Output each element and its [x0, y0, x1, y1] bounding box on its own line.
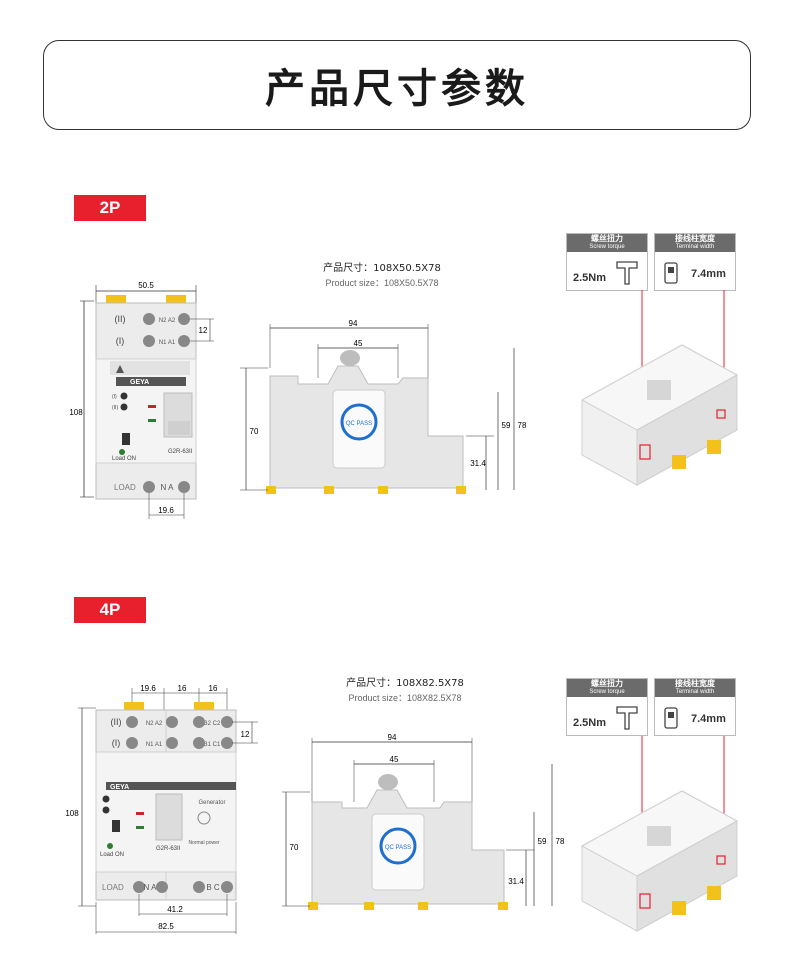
dim-70-2p: 70	[250, 427, 259, 436]
size-cn-4p: 产品尺寸：108X82.5X78	[346, 678, 464, 689]
ind1-2p: (I)	[112, 394, 117, 400]
torque-card-4p: 螺丝扭力 Screw torque 2.5Nm	[566, 678, 648, 736]
row-i-terms-4p: N1 A1	[146, 742, 163, 748]
dim-top1-4p: 19.6	[140, 684, 156, 693]
dim-59-4p: 59	[538, 837, 547, 846]
torque-card-2p: 螺丝扭力 Screw torque 2.5Nm	[566, 233, 648, 291]
width-value-4p: 7.4mm	[691, 713, 726, 725]
width-cn-2p: 接线柱宽度	[675, 234, 715, 243]
qc-2p: QC PASS	[346, 421, 372, 427]
size-en-2p: Product size：108X50.5X78	[325, 278, 439, 288]
torque-head-4p: 螺丝扭力 Screw torque	[567, 679, 647, 697]
dim-59-2p: 59	[502, 421, 511, 430]
width-card-2p: 接线柱宽度 Terminal width 7.4mm	[654, 233, 736, 291]
row-ii-label-2p: (II)	[115, 314, 126, 324]
dim-width-2p: 50.5	[138, 281, 154, 290]
ind2-2p: (II)	[112, 405, 118, 411]
dim-height-2p: 108	[70, 408, 83, 417]
title-box: 产品尺寸参数	[43, 40, 751, 130]
dim-gap-2p: 12	[199, 326, 208, 335]
badge-2p: 2P	[74, 195, 146, 221]
load-on-4p: Load ON	[100, 852, 124, 858]
front-view-2p: 50.5 108 (II) N2 A2 (I) N1 A1 12 GEYA (I…	[70, 281, 214, 519]
load-terms-4p: N A	[144, 883, 158, 892]
row-ii-label-4p: (II)	[111, 717, 122, 727]
torque-cn-4p: 螺丝扭力	[591, 679, 623, 688]
row-i-label-2p: (I)	[116, 336, 125, 346]
dim-94-2p: 94	[349, 319, 358, 328]
terminal-icon	[664, 262, 678, 284]
badge-4p: 4P	[74, 597, 146, 623]
dim-94-4p: 94	[388, 733, 397, 742]
row-ii-terms-4p: N2 A2	[146, 721, 163, 727]
size-en-4p: Product size：108X82.5X78	[348, 693, 462, 703]
torque-en-4p: Screw torque	[589, 689, 625, 695]
qc-4p: QC PASS	[385, 845, 411, 851]
dim-bottom-4p: 41.2	[167, 905, 183, 914]
row-i-label-4p: (I)	[112, 738, 121, 748]
load-label-4p: LOAD	[102, 883, 124, 892]
row-i-terms2-4p: B1 C1	[204, 742, 221, 748]
size-cn-2p: 产品尺寸：108X50.5X78	[323, 263, 441, 274]
model-2p: G2R-63II	[168, 449, 193, 455]
width-head-2p: 接线柱宽度 Terminal width	[655, 234, 735, 252]
brand-2p: GEYA	[130, 379, 149, 386]
load-terms-2p: N A	[161, 483, 175, 492]
dim-45-2p: 45	[354, 339, 363, 348]
dim-31-2p: 31.4	[470, 459, 486, 468]
load-label-2p: LOAD	[114, 483, 136, 492]
torque-cn-2p: 螺丝扭力	[591, 234, 623, 243]
torque-value-2p: 2.5Nm	[573, 272, 607, 284]
torque-en-2p: Screw torque	[589, 244, 625, 250]
screw-icon	[616, 706, 638, 730]
dim-bottom-2p: 19.6	[158, 506, 174, 515]
torque-head-2p: 螺丝扭力 Screw torque	[567, 234, 647, 252]
width-en-4p: Terminal width	[675, 689, 715, 695]
row-ii-terms2-4p: B2 C2	[204, 721, 221, 727]
dim-width-4p: 82.5	[158, 922, 174, 931]
side-view-4p: 94 45 QC PASS 70 59 78 31.4	[282, 733, 565, 910]
dim-top2-4p: 16	[178, 684, 187, 693]
dim-gap-4p: 12	[241, 730, 250, 739]
width-head-4p: 接线柱宽度 Terminal width	[655, 679, 735, 697]
brand-4p: GEYA	[110, 784, 129, 791]
front-view-4p: 19.6 16 16 108 (II) N2 A2 B2 C2 (I) N1 A…	[65, 684, 258, 934]
normal-power-4p: Normal power	[188, 840, 219, 846]
screw-icon	[616, 261, 638, 285]
dim-31-4p: 31.4	[508, 877, 524, 886]
dim-45-4p: 45	[390, 755, 399, 764]
side-view-2p: 94 45 QC PASS 70 59 78 31.4	[240, 319, 527, 494]
terminal-icon	[664, 707, 678, 729]
width-value-2p: 7.4mm	[691, 268, 726, 280]
width-en-2p: Terminal width	[675, 244, 715, 250]
dim-78-4p: 78	[556, 837, 565, 846]
dim-78-2p: 78	[518, 421, 527, 430]
page-title: 产品尺寸参数	[265, 66, 529, 112]
row-i-terms-2p: N1 A1	[159, 340, 176, 346]
size-caption-2p: 产品尺寸：108X50.5X78 Product size：108X50.5X7…	[272, 259, 492, 289]
size-caption-4p: 产品尺寸：108X82.5X78 Product size：108X82.5X7…	[295, 674, 515, 704]
dim-height-4p: 108	[65, 809, 79, 818]
product-3d-4p	[580, 736, 739, 932]
load-on-2p: Load ON	[112, 456, 136, 462]
dim-top3-4p: 16	[209, 684, 218, 693]
width-card-4p: 接线柱宽度 Terminal width 7.4mm	[654, 678, 736, 736]
product-3d-2p	[580, 290, 739, 486]
generator-4p: Generator	[198, 800, 225, 806]
torque-value-4p: 2.5Nm	[573, 717, 607, 729]
row-ii-terms-2p: N2 A2	[159, 318, 176, 324]
dim-70-4p: 70	[290, 843, 299, 852]
model-4p: G2R-63II	[156, 846, 181, 852]
width-cn-4p: 接线柱宽度	[675, 679, 715, 688]
load-terms2-4p: B C	[206, 883, 220, 892]
